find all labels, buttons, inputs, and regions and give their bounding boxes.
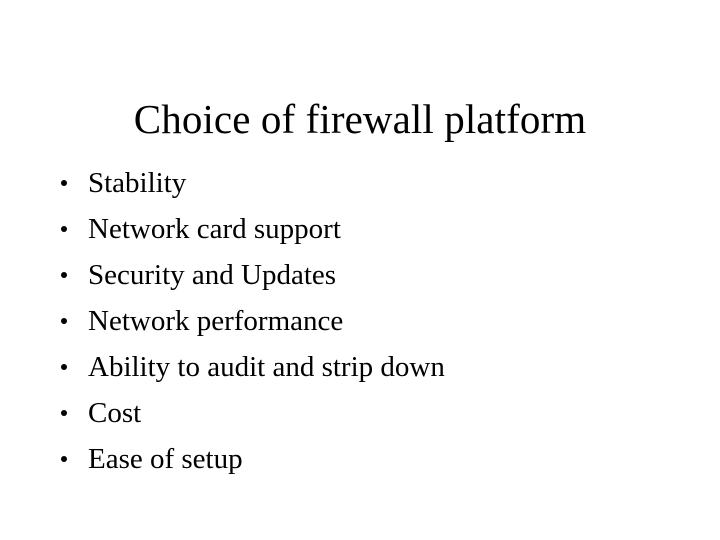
list-item-label: Network performance: [88, 305, 344, 337]
bullet-dot-icon: [61, 364, 67, 370]
list-item: Stability: [56, 160, 676, 206]
list-item-label: Ability to audit and strip down: [88, 351, 445, 383]
bullet-dot-icon: [61, 180, 67, 186]
list-item: Cost: [56, 390, 676, 436]
list-item: Ease of setup: [56, 436, 676, 482]
bullet-dot-icon: [61, 272, 67, 278]
bullet-dot-icon: [61, 318, 67, 324]
bullet-list: Stability Network card support Security …: [56, 160, 676, 482]
list-item-label: Stability: [88, 167, 187, 199]
list-item-label: Cost: [88, 397, 142, 429]
list-item-label: Security and Updates: [88, 259, 337, 291]
bullet-dot-icon: [61, 456, 67, 462]
list-item: Ability to audit and strip down: [56, 344, 676, 390]
list-item-label: Ease of setup: [88, 443, 243, 475]
bullet-dot-icon: [61, 226, 67, 232]
page-title: Choice of firewall platform: [133, 96, 587, 143]
list-item: Security and Updates: [56, 252, 676, 298]
list-item: Network performance: [56, 298, 676, 344]
list-item: Network card support: [56, 206, 676, 252]
bullet-dot-icon: [61, 410, 67, 416]
list-item-label: Network card support: [88, 213, 341, 245]
